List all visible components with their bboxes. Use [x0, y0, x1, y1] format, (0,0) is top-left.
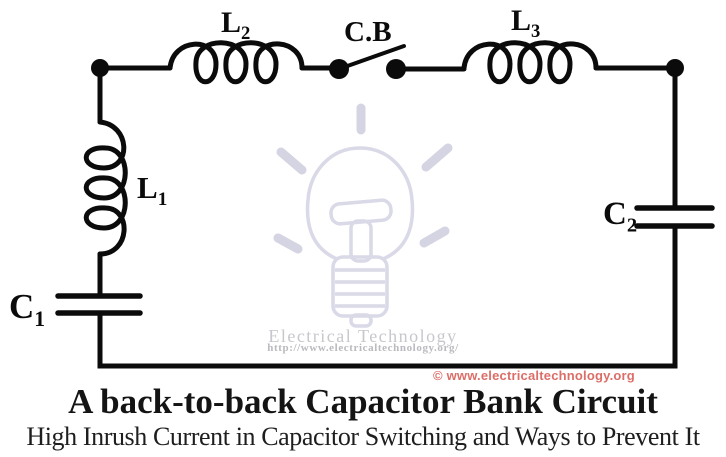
cb-switch-blade — [337, 44, 406, 71]
label-c1-base: C — [9, 287, 35, 326]
label-l3-sub: 3 — [531, 21, 541, 42]
label-capacitor-c2: C2 — [603, 198, 637, 236]
circuit-wires — [55, 40, 715, 369]
bulb-glass-outline — [305, 146, 415, 261]
label-l1-sub: 1 — [157, 189, 168, 211]
label-inductor-l2: L2 — [221, 8, 250, 44]
label-capacitor-c1: C1 — [9, 289, 45, 331]
bulb-filament — [329, 198, 393, 263]
cb-contact-dot-right — [386, 59, 406, 79]
bulb-rays — [273, 103, 453, 254]
copyright-line: © www.electricaltechnology.org — [433, 368, 635, 383]
label-c2-sub: 2 — [626, 214, 638, 237]
node-dot-top-right — [666, 59, 684, 77]
label-l2-sub: 2 — [241, 23, 251, 44]
light-bulb-icon — [273, 103, 453, 328]
label-inductor-l3: L3 — [511, 6, 540, 42]
label-l1-base: L — [137, 170, 158, 205]
node-dot-top-left — [91, 59, 109, 77]
inductor-l2-coil — [167, 40, 305, 85]
label-c1-sub: 1 — [34, 307, 46, 331]
bulb-screw-base — [331, 255, 389, 328]
capacitor-c1-plates — [55, 293, 143, 316]
watermark-brand-text: Electrical Technology — [268, 326, 458, 346]
label-inductor-l1: L1 — [137, 172, 167, 209]
label-c2-base: C — [603, 196, 627, 232]
inductor-l3-coil — [461, 40, 599, 85]
watermark-url-text: http://www.electricaltechnology.org/ — [267, 342, 459, 354]
label-l3-base: L — [511, 4, 532, 37]
junction-nodes — [91, 59, 684, 79]
circuit-diagram — [55, 40, 715, 369]
capacitor-c2-plates — [634, 205, 715, 229]
figure-subtitle: High Inrush Current in Capacitor Switchi… — [26, 422, 700, 451]
label-l2-base: L — [221, 6, 242, 39]
figure-title: A back-to-back Capacitor Bank Circuit — [68, 382, 658, 421]
label-circuit-breaker: C.B — [344, 16, 392, 48]
wire-bottom-loop — [97, 225, 678, 369]
cb-contact-dot-left — [329, 59, 349, 79]
inductor-l1-coil — [83, 119, 128, 257]
